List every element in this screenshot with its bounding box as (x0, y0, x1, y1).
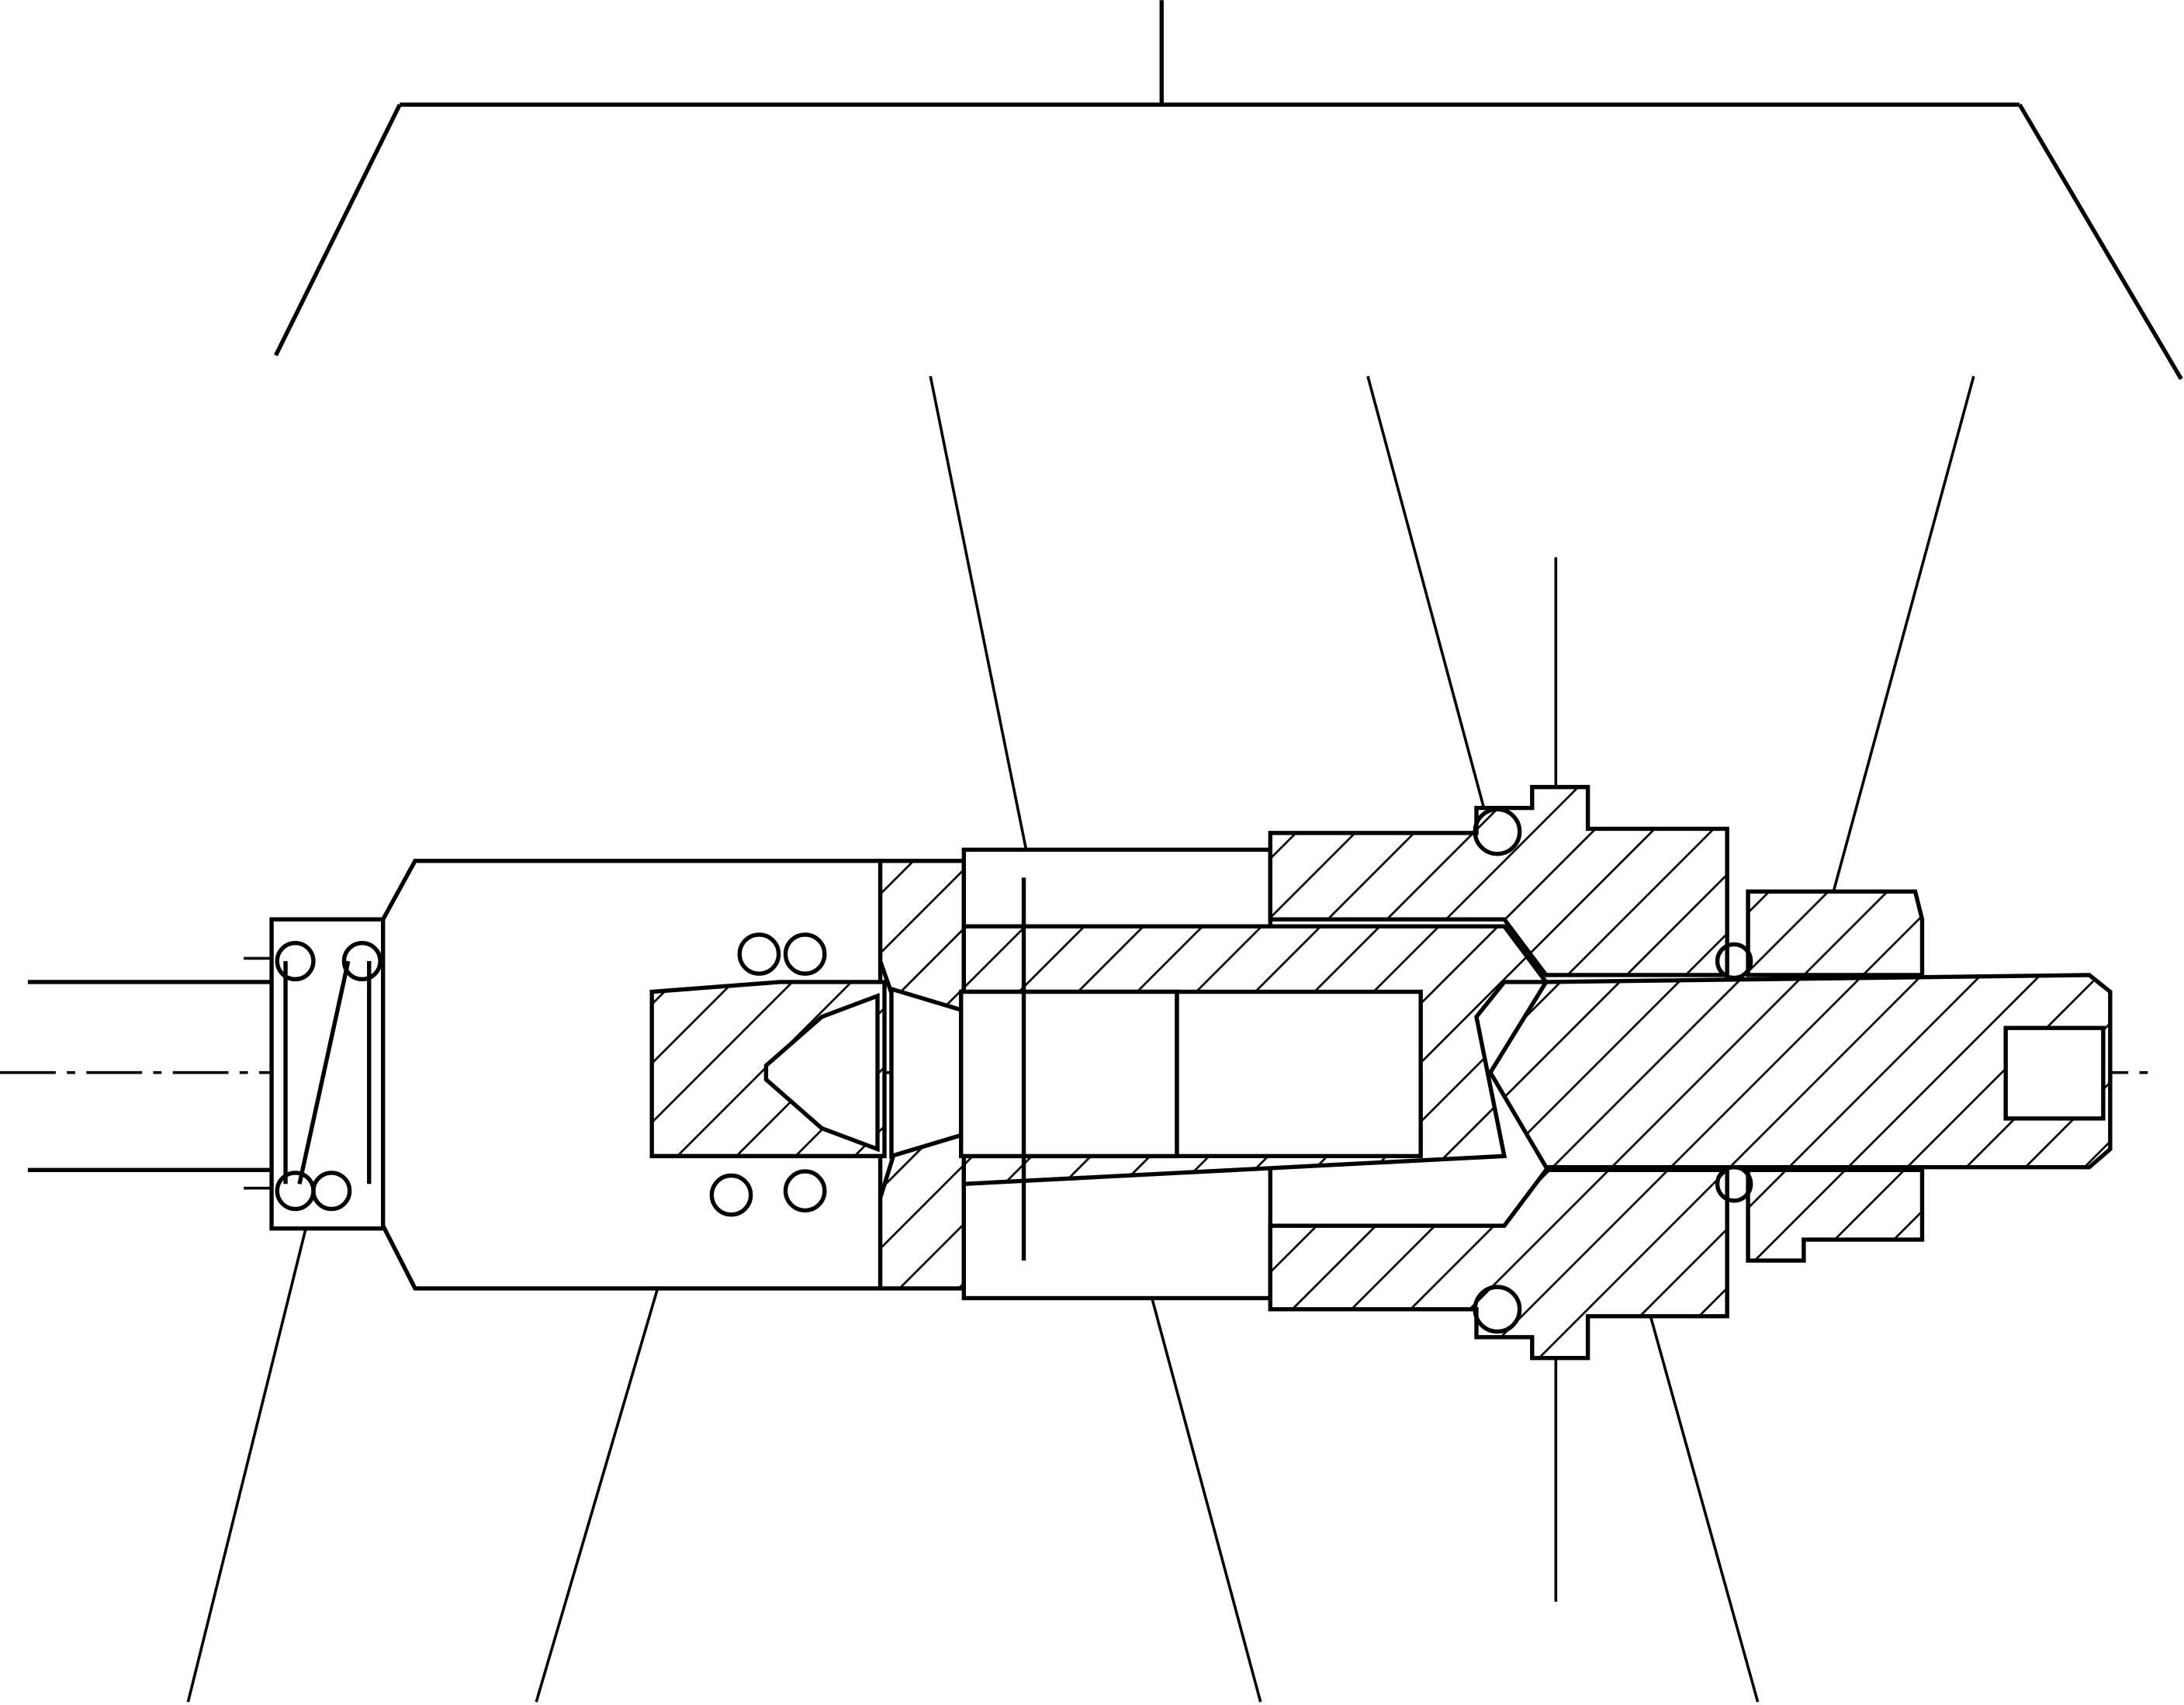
o-ring (1715, 942, 1753, 980)
cylinder-sleeve (959, 847, 1551, 1301)
top-bracket (274, 0, 2183, 380)
o-ring (1473, 1285, 1522, 1334)
o-ring (783, 1169, 827, 1213)
housing (1268, 784, 1729, 1361)
end-nut (1746, 889, 1925, 977)
o-ring (783, 932, 827, 976)
shaft-end-bore (2003, 1025, 2106, 1121)
o-ring (341, 941, 382, 982)
left-flange (269, 917, 386, 1231)
spool (649, 932, 887, 1217)
poppet (889, 986, 964, 1159)
shaft (1487, 973, 2113, 1170)
o-ring (311, 1171, 352, 1212)
o-ring (1473, 807, 1522, 856)
o-ring (709, 1173, 753, 1217)
o-ring (737, 932, 781, 976)
end-nut (1746, 1167, 1925, 1263)
leader-lines (186, 375, 1975, 1703)
o-ring (275, 941, 316, 982)
o-ring (1715, 1165, 1753, 1203)
